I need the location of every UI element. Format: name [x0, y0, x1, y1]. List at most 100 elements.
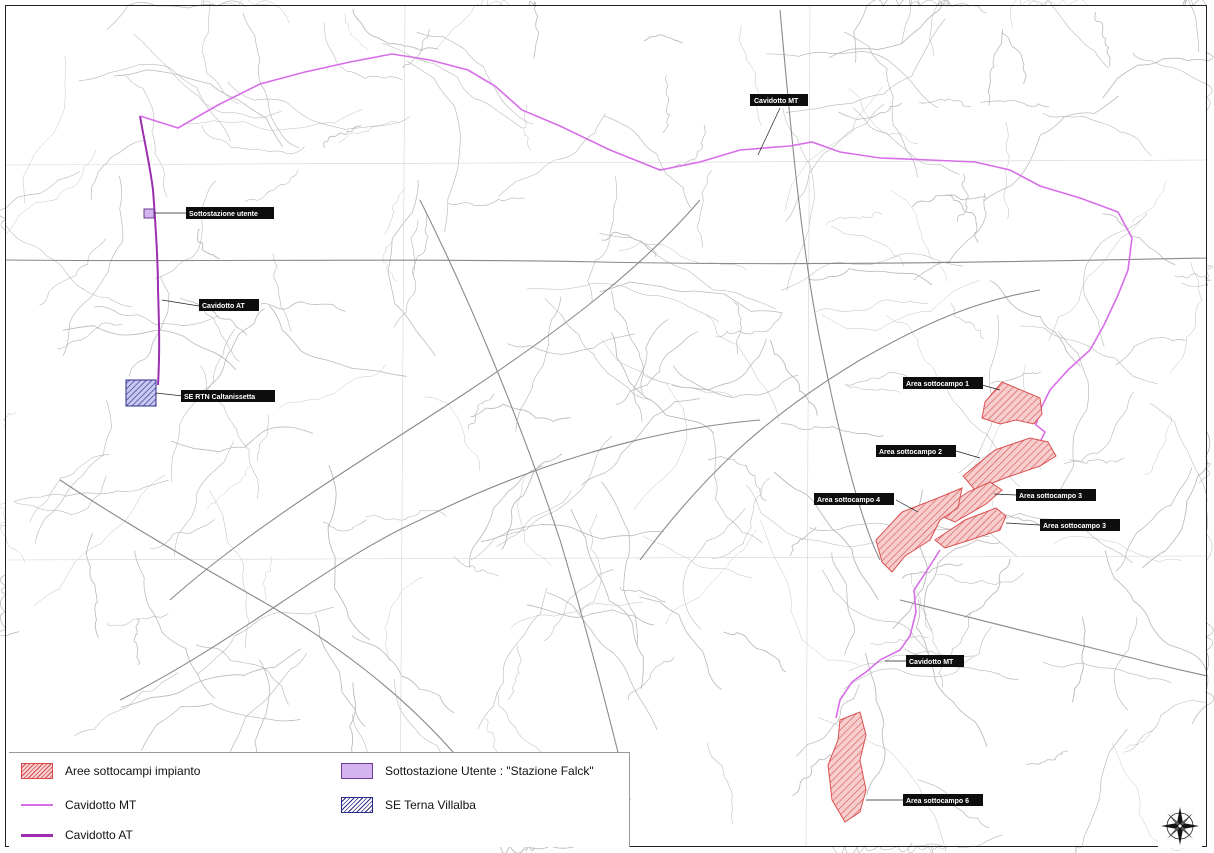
- contour-line: [785, 103, 885, 222]
- contour-line: [937, 572, 1024, 586]
- contour-line: [707, 456, 767, 501]
- contour-line: [848, 88, 919, 144]
- contour-line: [821, 569, 930, 654]
- sottostazione-utente-marker[interactable]: [143, 208, 155, 219]
- svg-text:Area sottocampo 3: Area sottocampo 3: [1043, 523, 1106, 530]
- contour-line: [527, 282, 719, 322]
- label-area-sottocampo-3b: Area sottocampo 3: [1040, 519, 1120, 531]
- contour-line: [436, 0, 510, 49]
- contour-line: [62, 325, 237, 371]
- contour-line: [915, 599, 988, 747]
- contour-line: [39, 238, 107, 306]
- contour-line: [989, 280, 1081, 367]
- contour-line: [477, 587, 548, 730]
- contour-line: [781, 253, 964, 291]
- legend-label: Sottostazione Utente : "Stazione Falck": [385, 764, 594, 778]
- contour-line: [381, 43, 523, 129]
- contour-line: [106, 613, 169, 626]
- contour-line: [0, 503, 25, 563]
- contour-line: [846, 371, 908, 386]
- contour-line: [528, 1, 539, 59]
- contour-line: [712, 478, 771, 559]
- contour-line: [170, 426, 314, 453]
- red-hatch-swatch-icon: [21, 763, 53, 779]
- contour-line: [508, 644, 522, 701]
- contour-line: [829, 0, 950, 58]
- area-sottocampo-6[interactable]: [827, 711, 867, 823]
- contour-line: [174, 441, 234, 557]
- contour-line: [1043, 112, 1152, 157]
- contour-line: [467, 393, 495, 430]
- contour-line: [262, 555, 274, 601]
- contour-line: [13, 479, 169, 502]
- contour-line: [929, 0, 943, 57]
- contour-line: [957, 173, 969, 222]
- contour-line: [85, 532, 99, 638]
- label-area-sottocampo-2: Area sottocampo 2: [876, 445, 956, 457]
- contour-line: [1145, 414, 1172, 475]
- contour-line: [1182, 0, 1207, 52]
- contour-line: [154, 180, 216, 279]
- compass-rose-icon: [1158, 804, 1202, 848]
- contour-line: [912, 194, 987, 208]
- contour-line: [150, 519, 216, 549]
- contour-line: [134, 550, 216, 699]
- contour-line: [257, 414, 269, 462]
- contour-line: [1124, 700, 1207, 753]
- label-cavidotto-mt-north: Cavidotto MT: [750, 94, 808, 106]
- svg-text:Area sottocampo 2: Area sottocampo 2: [879, 449, 942, 456]
- contour-line: [448, 197, 525, 206]
- contour-line: [913, 193, 987, 281]
- contour-line: [808, 268, 933, 286]
- contour-line: [201, 3, 240, 105]
- contour-line: [643, 536, 752, 579]
- contour-line: [1001, 32, 1027, 85]
- contour-line: [22, 55, 66, 204]
- contour-line: [599, 281, 783, 314]
- contour-line: [352, 8, 439, 52]
- label-cavidotto-mt-south: Cavidotto MT: [906, 655, 964, 667]
- contour-line: [323, 22, 403, 81]
- contour-line: [919, 98, 971, 107]
- contour-line: [517, 469, 552, 567]
- contour-line: [618, 242, 747, 271]
- road: [419, 199, 631, 801]
- contour-line: [272, 253, 292, 333]
- contour-line: [469, 465, 544, 569]
- sheet-grid-line: [399, 4, 406, 848]
- contour-line: [821, 280, 980, 332]
- contour-line: [604, 115, 692, 209]
- map-background: [5, 5, 1207, 847]
- contour-line: [453, 556, 499, 577]
- se-rtn-marker[interactable]: [125, 379, 157, 407]
- contour-line: [1048, 219, 1142, 341]
- contour-line: [229, 652, 307, 760]
- contour-line: [515, 296, 562, 432]
- contour-line: [1083, 213, 1148, 347]
- contour-line: [766, 51, 939, 109]
- contour-line: [773, 471, 879, 600]
- contour-line: [141, 703, 301, 751]
- contour-line: [199, 308, 265, 394]
- contour-line: [712, 432, 763, 544]
- contour-line: [825, 212, 883, 226]
- contour-line: [406, 60, 461, 232]
- area-sottocampo-3b[interactable]: [934, 507, 1007, 549]
- map-legend: Aree sottocampi impianto Cavidotto MT Ca…: [9, 752, 630, 847]
- contour-line: [260, 301, 346, 312]
- legend-label: SE Terna Villalba: [385, 798, 476, 812]
- contour-line: [1064, 392, 1134, 464]
- contour-line: [682, 508, 746, 630]
- contour-line: [1104, 550, 1208, 681]
- area-sottocampo-1[interactable]: [981, 381, 1043, 425]
- contour-line: [180, 297, 248, 336]
- contour-line: [705, 314, 779, 421]
- svg-text:Cavidotto MT: Cavidotto MT: [909, 659, 954, 666]
- contour-line: [198, 305, 240, 362]
- contour-line: [78, 64, 231, 142]
- area-sottocampo-4[interactable]: [875, 487, 963, 573]
- contour-line: [0, 171, 81, 231]
- contour-line: [338, 121, 399, 143]
- legend-label: Cavidotto MT: [65, 798, 137, 812]
